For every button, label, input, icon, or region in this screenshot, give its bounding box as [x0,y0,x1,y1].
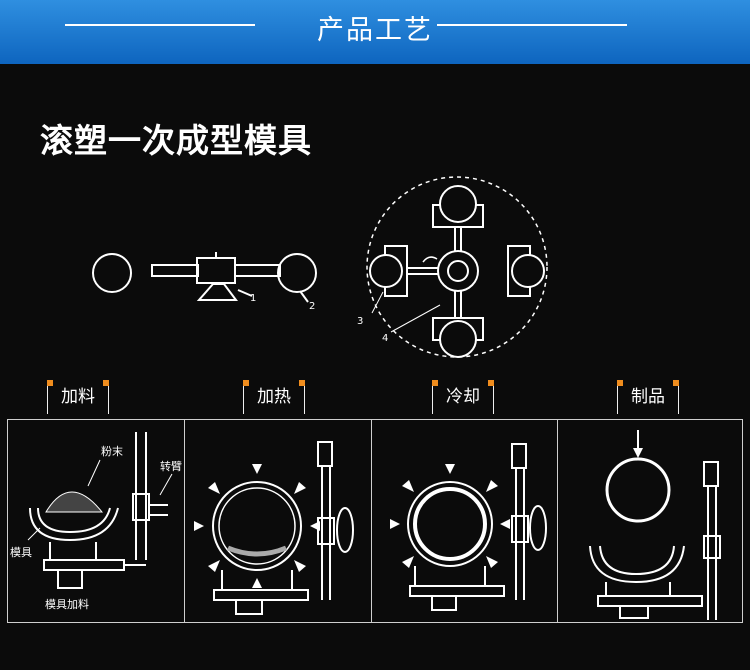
stand-base [196,283,238,301]
panel-divider [371,419,372,623]
panel-feeding [27,432,173,589]
panel-divider [557,419,558,623]
header-bar: 产品工艺 [0,0,750,64]
rotomolding-mold-diagram: 1 2 3 4 [92,176,548,358]
step-label: 加热 [257,387,291,407]
step-tag-product: 制品 [617,380,679,414]
process-panels-frame [7,419,743,623]
step-tag-heating: 加热 [243,380,305,414]
mold-top [439,185,477,223]
header-right-line [437,24,627,26]
panel-divider [184,419,185,623]
step-label: 制品 [631,387,665,407]
cool-arrows [390,464,510,568]
rotation-path-circle [366,176,548,358]
label-arm: 转臂 [160,459,182,473]
mold-right [511,254,545,288]
header-title: 产品工艺 [317,15,433,46]
page-title: 滚塑一次成型模具 [40,121,312,160]
product-down-arrow [633,448,643,458]
label-1: 1 [250,293,256,304]
heat-arrows [194,464,320,588]
mold-left [369,254,403,288]
header-left-line [65,24,255,26]
label-powder: 粉末 [101,444,123,458]
right-arm [234,264,281,277]
step-tag-cooling: 冷却 [432,380,494,414]
label-3: 3 [357,316,363,327]
label-4: 4 [382,333,388,344]
right-mold-circle [277,253,317,293]
step-tag-feeding: 加料 [47,380,109,414]
label-mold: 模具 [10,546,32,559]
label-2: 2 [309,301,315,312]
hub-outer [437,250,479,292]
mold-bottom [439,320,477,358]
panel-caption: 模具加料 [45,597,89,611]
panel-product [589,430,721,620]
panel-cooling [407,443,547,611]
step-label: 冷却 [446,387,480,407]
hub-inner [447,260,469,282]
left-mold-circle [92,253,132,293]
panel-heating [212,441,354,615]
step-label: 加料 [61,387,95,407]
